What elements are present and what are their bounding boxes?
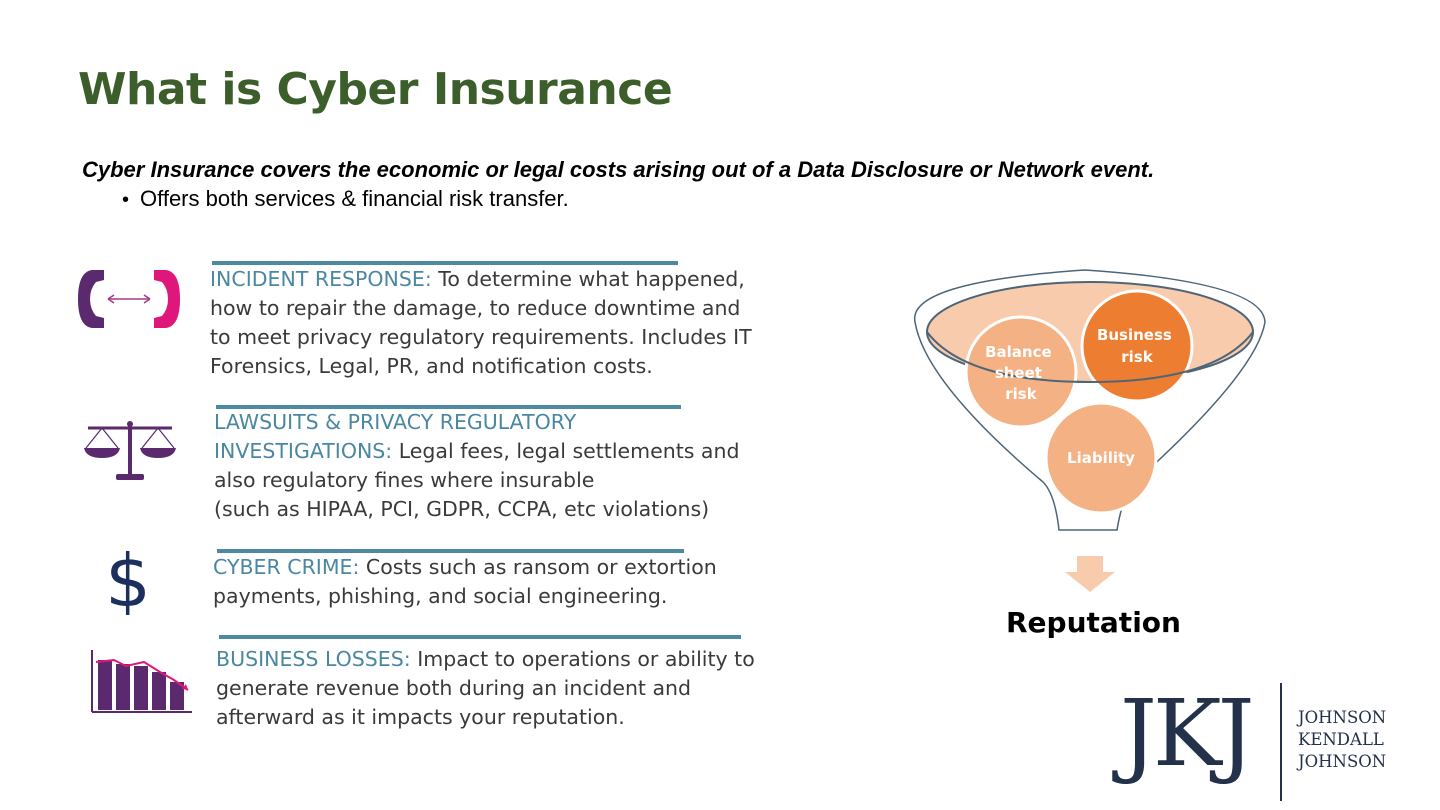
item-body-line: Impact to operations or ability to <box>410 647 755 671</box>
cyber-crime-text: CYBER CRIME: Costs such as ransom or ext… <box>213 553 717 611</box>
bullet-text: Offers both services & financial risk tr… <box>140 186 569 211</box>
divider-rule <box>219 635 741 639</box>
liability-circle <box>1044 401 1158 515</box>
lawsuits-text: LAWSUITS & PRIVACY REGULATORY INVESTIGAT… <box>214 408 740 524</box>
item-heading: INVESTIGATIONS: <box>214 439 393 463</box>
logo-wordmark: JOHNSON KENDALL JOHNSON <box>1298 707 1386 773</box>
declining-chart-icon <box>91 650 192 713</box>
item-body-line: how to repair the damage, to reduce down… <box>210 296 741 320</box>
item-heading: INCIDENT RESPONSE: <box>210 267 432 291</box>
item-body-line: Legal fees, legal settlements and <box>392 439 740 463</box>
item-body-line: Costs such as ransom or extortion <box>359 555 717 579</box>
reputation-label: Reputation <box>1006 606 1181 639</box>
logo-word: KENDALL <box>1298 730 1384 749</box>
item-heading: CYBER CRIME: <box>213 555 360 579</box>
svg-text:Liability: Liability <box>1067 449 1135 467</box>
dollar-icon: $ <box>105 540 151 615</box>
balance-sheet-label: sheet <box>995 364 1042 382</box>
incident-response-text: INCIDENT RESPONSE: To determine what hap… <box>210 265 752 381</box>
svg-text:$: $ <box>105 540 151 615</box>
item-body-line: (such as HIPAA, PCI, GDPR, CCPA, etc vio… <box>214 497 710 521</box>
item-body-line: generate revenue both during an incident… <box>216 676 692 700</box>
phone-exchange-icon <box>78 270 180 328</box>
logo-word: JOHNSON <box>1298 752 1387 771</box>
business-losses-text: BUSINESS LOSSES: Impact to operations or… <box>216 645 755 732</box>
item-body-line: afterward as it impacts your reputation. <box>216 705 625 729</box>
down-arrow-icon <box>1065 556 1115 592</box>
balance-sheet-risk-circle <box>964 315 1078 429</box>
bullet-point: • Offers both services & financial risk t… <box>122 186 569 212</box>
page-title: What is Cyber Insurance <box>78 64 673 115</box>
svg-text:Business risk: Business risk <box>1097 326 1177 366</box>
svg-text:Balance sheet risk: Balance sheet risk <box>985 343 1057 403</box>
business-risk-circle <box>1080 289 1194 403</box>
business-risk-label: risk <box>1121 348 1153 366</box>
divider-rule <box>217 549 684 553</box>
logo-word: JOHNSON <box>1298 708 1387 727</box>
item-body-line: To determine what happened, <box>431 267 745 291</box>
funnel-top-ellipse-front <box>926 331 1254 384</box>
balance-sheet-label: Balance <box>985 343 1052 361</box>
scales-icon <box>84 421 176 480</box>
item-body-line: Forensics, Legal, PR, and notification c… <box>210 354 653 378</box>
subtitle: Cyber Insurance covers the economic or l… <box>82 157 1155 182</box>
divider-rule <box>216 405 681 409</box>
bullet-dot-icon: • <box>122 189 130 211</box>
divider-rule <box>212 261 678 265</box>
item-body-line: payments, phishing, and social engineeri… <box>213 584 668 608</box>
business-risk-label: Business <box>1097 326 1172 344</box>
item-body-line: also regulatory fines where insurable <box>214 468 595 492</box>
jkj-logo-mark: JKJ <box>1120 680 1254 787</box>
risk-funnel-diagram: Balance sheet risk Business risk Liabili… <box>914 269 1266 592</box>
balance-sheet-label: risk <box>1005 385 1037 403</box>
liability-label: Liability <box>1067 449 1135 467</box>
item-heading: BUSINESS LOSSES: <box>216 647 411 671</box>
logo-divider <box>1280 683 1282 801</box>
item-heading: LAWSUITS & PRIVACY REGULATORY <box>214 410 577 434</box>
item-body-line: to meet privacy regulatory requirements.… <box>210 325 752 349</box>
